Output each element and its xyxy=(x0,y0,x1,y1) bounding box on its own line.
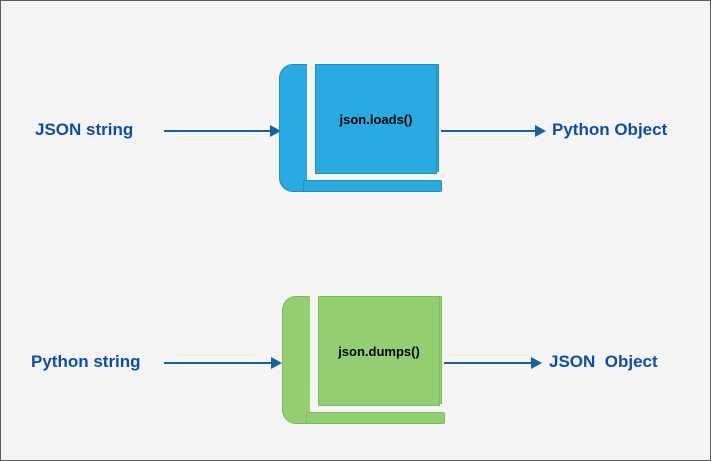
arrow-dumps-to-json-object xyxy=(444,357,542,369)
arrow-shaft xyxy=(164,362,271,364)
arrow-shaft xyxy=(441,130,535,132)
book-spine-channel xyxy=(307,64,315,180)
method-label-json-loads: json.loads() xyxy=(339,111,413,127)
arrow-shaft xyxy=(164,130,270,132)
book-bottom-gap xyxy=(307,172,439,180)
book-pages: json.loads() xyxy=(315,64,437,174)
arrow-head xyxy=(535,125,546,137)
arrow-loads-to-python-object xyxy=(441,125,546,137)
book-pages: json.dumps() xyxy=(318,296,440,406)
target-label-json-object: JSON Object xyxy=(549,352,658,371)
book-bottom-gap xyxy=(310,404,442,412)
arrow-head xyxy=(271,357,282,369)
arrow-head xyxy=(531,357,542,369)
arrow-python-string-to-dumps xyxy=(164,357,282,369)
book-bottom-bar xyxy=(306,412,445,424)
arrow-json-string-to-loads xyxy=(164,125,281,137)
arrow-shaft xyxy=(444,362,531,364)
book-icon-json-dumps: json.dumps() xyxy=(282,296,445,424)
source-label-json-string: JSON string xyxy=(35,120,134,139)
book-bottom-bar xyxy=(303,180,442,192)
method-label-json-dumps: json.dumps() xyxy=(338,343,420,359)
target-label-python-object: Python Object xyxy=(552,120,668,139)
source-label-python-string: Python string xyxy=(31,352,141,371)
arrow-head xyxy=(270,125,281,137)
book-spine-channel xyxy=(310,296,318,412)
book-icon-json-loads: json.loads() xyxy=(279,64,442,192)
